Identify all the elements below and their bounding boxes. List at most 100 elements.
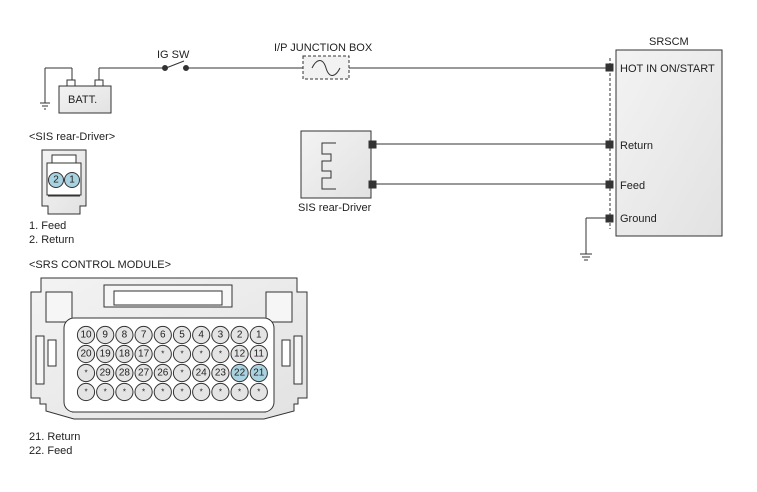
srs-legend-22: 22. Feed: [29, 445, 72, 457]
srs-pin-label: 8: [122, 330, 128, 341]
srs-pin-circle: [76, 325, 96, 345]
srs-pin-circle: [172, 325, 192, 345]
srs-pin-label: 10: [80, 330, 92, 341]
srs-pin-circle: [153, 325, 172, 345]
srs-pin-label: 2: [237, 330, 243, 341]
sis-pin-1: 1: [69, 175, 75, 186]
srs-pin-circle: [172, 382, 192, 402]
srs-pin-circle: [153, 344, 172, 364]
srs-pin-circle: [134, 325, 153, 345]
srscm-pin-feed: Feed: [620, 180, 645, 192]
sensor-label: SIS rear-Driver: [298, 202, 372, 214]
srs-pin-circle: [153, 363, 172, 383]
srs-pin-circle: [134, 344, 153, 364]
srs-pin-circle: [96, 325, 115, 345]
sis-pin-2: 2: [53, 175, 59, 186]
srs-pin-circle: [230, 325, 249, 345]
srs-pin-circle: [211, 325, 230, 345]
srscm-pin-return: Return: [620, 140, 653, 152]
srs-pin-circle: [230, 344, 249, 364]
srs-pin-label: *: [200, 388, 203, 397]
battery-label: BATT.: [68, 94, 97, 106]
srs-pin-circle: [172, 344, 192, 364]
srs-pin-circle: [115, 363, 134, 383]
srs-pin-label: 6: [160, 330, 166, 341]
srs-pin-circle: [172, 363, 192, 383]
srs-pin-label: *: [180, 388, 183, 397]
srs-pin-label: 21: [253, 368, 265, 379]
srs-pin-label: 7: [141, 330, 147, 341]
srs-pin-circle: [153, 382, 172, 402]
srs-pin-circle: [96, 363, 115, 383]
srs-pin-label: *: [161, 388, 164, 397]
circuit-diagram: [40, 49, 723, 261]
srs-pin-label: *: [123, 388, 126, 397]
battery-ground-symbol: [40, 68, 50, 110]
srs-pin-circle: [134, 363, 153, 383]
srs-pin-circle: [249, 325, 268, 345]
srs-pin-circle: [76, 363, 96, 383]
srs-pin-label: 12: [234, 349, 246, 360]
srs-pin-circle: [230, 382, 249, 402]
srs-pin-label: *: [84, 369, 87, 378]
srs-pin-circle: [115, 344, 134, 364]
srs-pin-circle: [249, 344, 268, 364]
srscm-box: [615, 49, 723, 237]
sensor-box: [300, 130, 377, 199]
junction-box-label: I/P JUNCTION BOX: [274, 42, 373, 54]
srs-pin-label: 29: [100, 368, 112, 379]
srs-pin-label: *: [257, 388, 260, 397]
srs-pin-label: 22: [234, 368, 246, 379]
srs-pin-label: 23: [215, 368, 227, 379]
srs-pin-circle: [211, 363, 230, 383]
srs-pin-label: 5: [179, 330, 185, 341]
srs-pin-label: 24: [196, 368, 208, 379]
srs-pin-label: 17: [138, 349, 150, 360]
sis-connector-title: <SIS rear-Driver>: [29, 131, 115, 143]
srs-legend-21: 21. Return: [29, 431, 80, 443]
srs-pin-circle: [211, 344, 230, 364]
srs-pin-label: 11: [254, 349, 265, 360]
srs-pin-label: 18: [119, 349, 131, 360]
sis-connector-drawing: [41, 149, 87, 215]
srs-pin-circle: [192, 344, 211, 364]
srs-pin-label: *: [104, 388, 107, 397]
srs-pin-label: 1: [256, 330, 262, 341]
srs-pin-circle: [96, 344, 115, 364]
srs-module-title: <SRS CONTROL MODULE>: [29, 259, 171, 271]
srs-pin-label: 9: [102, 330, 108, 341]
srs-pin-circle: [192, 363, 211, 383]
ig-switch-symbol: [162, 60, 189, 71]
srs-pin-circle: [230, 363, 249, 383]
srs-pin-label: 20: [80, 349, 92, 360]
srs-pin-label: 4: [198, 330, 204, 341]
sis-legend-2: 2. Return: [29, 234, 74, 246]
srs-pin-label: 28: [119, 368, 131, 379]
srs-pin-label: *: [180, 369, 183, 378]
srs-pin-label: *: [238, 388, 241, 397]
junction-box-fuse: [302, 55, 350, 80]
srs-pin-circle: [192, 382, 211, 402]
srs-pin-circle: [76, 344, 96, 364]
srs-pin-circle: [115, 325, 134, 345]
srs-pin-label: 26: [157, 368, 169, 379]
srs-pin-circle: [115, 382, 134, 402]
srs-pin-label: 3: [218, 330, 224, 341]
sis-legend-1: 1. Feed: [29, 220, 66, 232]
srs-pin-circle: [96, 382, 115, 402]
srs-pin-circle: [76, 382, 96, 402]
srs-pin-label: *: [200, 350, 203, 359]
srs-pin-circle: [192, 325, 211, 345]
srscm-pin-hot: HOT IN ON/START: [620, 63, 715, 75]
srs-pin-label: *: [161, 350, 164, 359]
srscm-ground-symbol: [580, 217, 606, 261]
srs-pin-label: 27: [138, 368, 150, 379]
srs-pin-label: *: [84, 388, 87, 397]
battery-symbol: [58, 79, 112, 114]
ig-switch-label: IG SW: [157, 49, 190, 61]
srs-pin-label: *: [180, 350, 183, 359]
srs-pin-circle: [249, 382, 268, 402]
srs-pin-label: *: [142, 388, 145, 397]
